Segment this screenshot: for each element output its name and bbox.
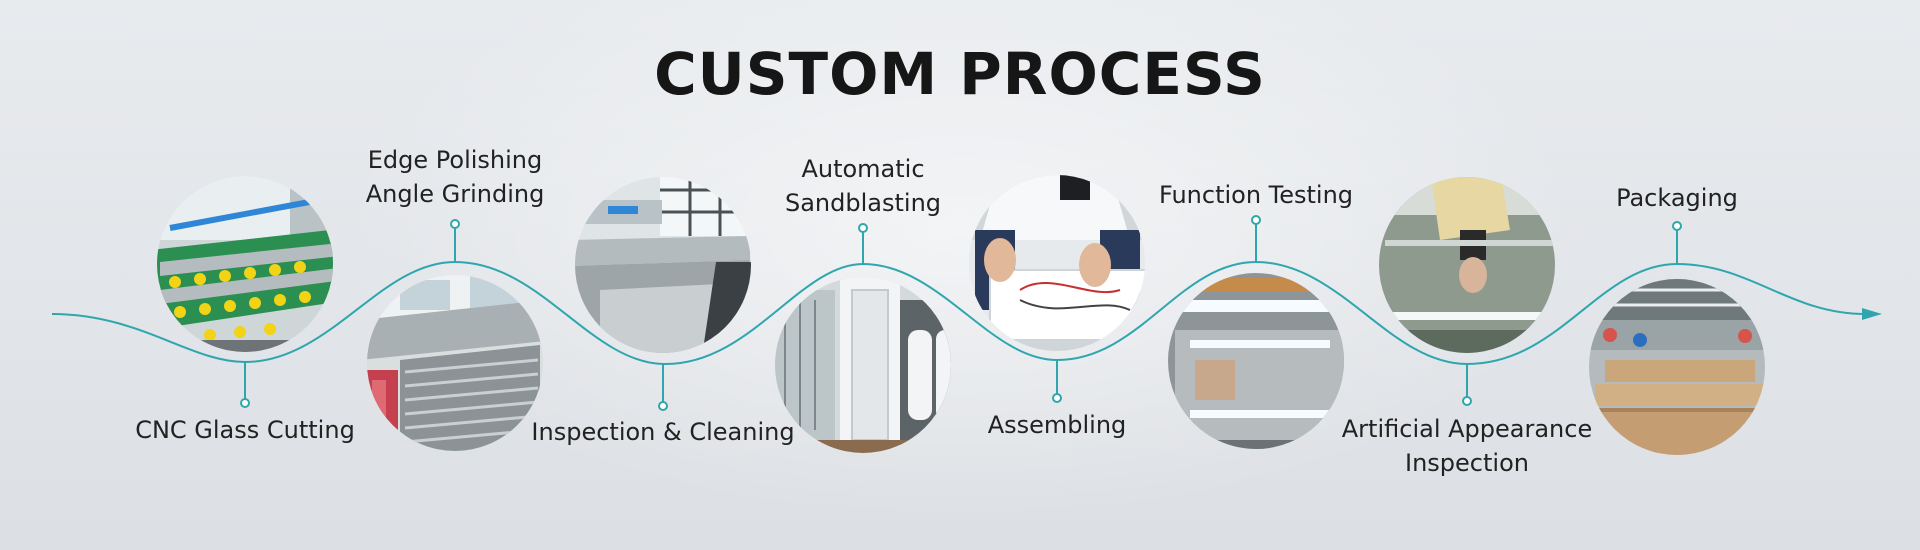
step-label-packaging: Packaging <box>1616 184 1738 212</box>
step-label-assembling: Assembling <box>987 411 1127 439</box>
connector-6 <box>1251 215 1261 262</box>
light-testing-photo <box>1168 273 1344 449</box>
connector-1 <box>240 362 250 408</box>
connector-2 <box>450 219 460 262</box>
sandblasting-machine-photo <box>775 277 951 453</box>
connector-3 <box>658 364 668 411</box>
step-label-function-testing: Function Testing <box>1158 181 1354 209</box>
page-title: CUSTOM PROCESS <box>654 40 1266 108</box>
arrow-head-icon <box>1862 308 1882 320</box>
hands-assembling-photo <box>969 175 1145 351</box>
step-label-inspection-cleaning: Inspection & Cleaning <box>531 418 795 446</box>
step-label-edge-polishing: Edge Polishing Angle Grinding <box>365 146 545 208</box>
glass-cutting-machine-photo <box>157 176 333 352</box>
step-label-automatic-sandblasting: Automatic Sandblasting <box>784 155 942 217</box>
step-label-cnc-glass-cutting: CNC Glass Cutting <box>135 416 355 444</box>
step-label-artificial-appearance-inspection: Artificial Appearance Inspection <box>1341 415 1593 477</box>
connector-4 <box>858 223 868 264</box>
connector-5 <box>1052 360 1062 403</box>
flow-wave-line <box>51 260 1866 366</box>
connector-8 <box>1672 221 1682 264</box>
connector-7 <box>1462 364 1472 406</box>
